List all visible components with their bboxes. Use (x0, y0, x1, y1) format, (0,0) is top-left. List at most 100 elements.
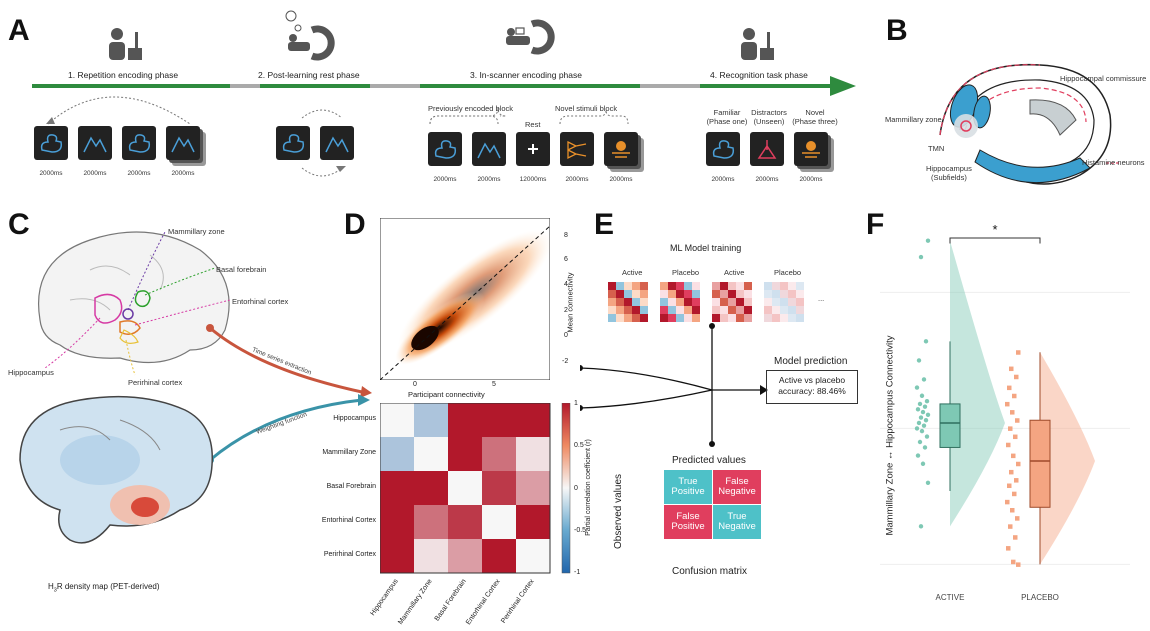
duration-label: 2000ms (755, 176, 779, 183)
training-matrix-cell (712, 282, 720, 290)
y-tick: 4 (564, 281, 568, 288)
data-point (1014, 374, 1019, 380)
colorbar-tick: -1 (574, 569, 581, 576)
phase-2-label: 2. Post-learning rest phase (258, 70, 360, 80)
training-matrix-cell (660, 282, 668, 290)
duration-label: 2000ms (39, 170, 63, 177)
training-matrix-cell (788, 306, 796, 314)
data-point (925, 238, 931, 243)
data-point (1016, 350, 1021, 355)
pet-map-caption: H3R density map (PET-derived) (48, 582, 160, 594)
duration-label: 2000ms (83, 170, 107, 177)
training-matrix-cell (728, 282, 736, 290)
y-tick: 6 (564, 256, 568, 263)
true-positive-cell: True Positive (664, 470, 712, 504)
matrix-row-label: Mammillary Zone (322, 449, 376, 456)
data-point (925, 412, 931, 417)
training-matrix-cell (608, 314, 616, 322)
perirhinal-cortex-label: Perirhinal cortex (128, 378, 183, 387)
training-matrix-cell (764, 298, 772, 306)
training-matrix-cell (772, 282, 780, 290)
training-matrix-cell (788, 290, 796, 298)
f-y-axis-label: Mammillary Zone ↔ Hippocampus Connectivi… (884, 335, 896, 536)
training-matrix-cell (676, 282, 684, 290)
model-label: Placebo (672, 268, 700, 277)
training-matrix-cell (616, 282, 624, 290)
training-matrix-cell (616, 306, 624, 314)
training-matrix-cell (676, 314, 684, 322)
matrix-cell (414, 437, 448, 471)
model-label: Active (724, 268, 745, 277)
data-point (1005, 499, 1010, 505)
training-matrix-cell (640, 314, 648, 322)
training-matrix-cell (608, 306, 616, 314)
training-matrix-cell (692, 298, 700, 306)
matrix-cell (380, 403, 414, 437)
person-at-desk-icon (741, 28, 774, 60)
data-point (1013, 434, 1018, 440)
training-matrix-cell (668, 306, 676, 314)
fixation-cross-card (516, 132, 550, 166)
training-matrix-cell (720, 298, 728, 306)
training-matrix-cell (676, 290, 684, 298)
y-tick: 0 (564, 332, 568, 339)
training-matrix-cell (632, 290, 640, 298)
training-matrix-cell (736, 298, 744, 306)
data-point (1006, 442, 1011, 448)
data-point (914, 385, 920, 390)
duration-label: 2000ms (609, 176, 633, 183)
training-matrix-cell (728, 298, 736, 306)
matrix-row-label: Basal Forebrain (326, 483, 376, 490)
true-negative-cell: True Negative (713, 505, 761, 539)
matrix-cell (482, 471, 516, 505)
training-matrix-cell (616, 298, 624, 306)
plot-area (880, 238, 1130, 578)
duration-label: 2000ms (171, 170, 195, 177)
matrix-cell (414, 403, 448, 437)
panel-label-c: C (8, 208, 30, 241)
data-point (925, 480, 931, 485)
training-matrix-cell (668, 282, 676, 290)
training-matrix-cell (728, 314, 736, 322)
stimulus-mountain-card (78, 126, 112, 160)
data-point (1011, 559, 1016, 565)
correlation-matrix (380, 403, 571, 574)
data-point (1016, 461, 1021, 467)
data-point (920, 461, 926, 466)
duration-label: 2000ms (565, 176, 589, 183)
data-point (924, 399, 930, 404)
data-point (1010, 410, 1015, 415)
matrix-cell (516, 539, 550, 573)
stimulus-sunset-stack (604, 132, 638, 166)
training-matrix-cell (684, 306, 692, 314)
confusion-matrix-title: Confusion matrix (672, 566, 748, 577)
data-point (922, 445, 928, 450)
training-matrix-cell (720, 282, 728, 290)
rest-label: Rest (525, 120, 541, 129)
mammillary-zone-label: Mammillary zone (885, 115, 942, 124)
panel-a-graphics (32, 10, 856, 177)
matrix-cell (448, 471, 482, 505)
training-matrix-cell (632, 298, 640, 306)
stimulus-fish-card (560, 132, 594, 166)
duration-label: 2000ms (477, 176, 501, 183)
training-matrix-cell (660, 290, 668, 298)
matrix-cell (448, 437, 482, 471)
training-matrix-cell (764, 306, 772, 314)
training-matrix-cell (632, 314, 640, 322)
stimulus-duck-card (706, 132, 740, 166)
training-matrix-cell (744, 314, 752, 322)
model-label: Active (622, 268, 643, 277)
training-matrix-cell (692, 314, 700, 322)
violin-half (1040, 352, 1095, 565)
duration-label: 2000ms (799, 176, 823, 183)
training-matrix-cell (668, 290, 676, 298)
matrix-cell (516, 505, 550, 539)
matrix-cell (482, 437, 516, 471)
matrix-cell (516, 437, 550, 471)
training-matrix-cell (632, 306, 640, 314)
previously-encoded-label: Previously encoded block (428, 104, 514, 113)
panel-label-b: B (886, 14, 908, 47)
matrix-cell (482, 505, 516, 539)
training-matrix-cell (736, 314, 744, 322)
